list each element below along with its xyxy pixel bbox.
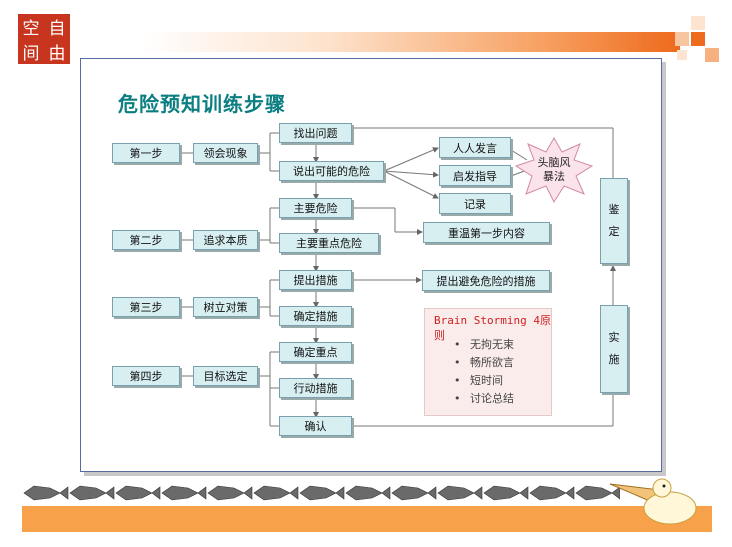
note-rule: 短时间 bbox=[454, 372, 514, 390]
action-1-box: 领会现象 bbox=[193, 143, 258, 163]
note-title: Brain Storming 4原则 bbox=[434, 314, 551, 342]
review-step1-box: 重温第一步内容 bbox=[423, 222, 550, 243]
burst-line-2: 暴法 bbox=[543, 169, 565, 183]
identify-char: 鉴 bbox=[608, 203, 620, 216]
logo: 空 自 间 由 bbox=[18, 14, 70, 64]
key-danger-box: 主要重点危险 bbox=[279, 233, 379, 253]
everyone-speak-box: 人人发言 bbox=[439, 137, 511, 158]
avoid-measures-box: 提出避免危险的措施 bbox=[422, 270, 550, 291]
note-rule: 无拘无束 bbox=[454, 336, 514, 354]
logo-char: 间 bbox=[22, 44, 40, 64]
pelican-icon bbox=[609, 478, 697, 525]
action-3-box: 树立对策 bbox=[193, 297, 258, 317]
note-rules: 无拘无束 畅所欲言 短时间 讨论总结 bbox=[454, 336, 514, 408]
brainstorm-burst: 头脑风 暴法 bbox=[514, 136, 594, 204]
step-1-box: 第一步 bbox=[112, 143, 180, 163]
confirm-measures-box: 确定措施 bbox=[279, 306, 352, 326]
page-title: 危险预知训练步骤 bbox=[118, 92, 286, 116]
step-4-box: 第四步 bbox=[112, 366, 180, 386]
diagram-panel bbox=[80, 58, 662, 472]
possible-danger-box: 说出可能的危险 bbox=[279, 161, 384, 181]
guidance-box: 启发指导 bbox=[439, 165, 511, 186]
action-2-box: 追求本质 bbox=[193, 230, 258, 250]
logo-char: 自 bbox=[48, 19, 66, 39]
action-4-box: 目标选定 bbox=[193, 366, 258, 386]
find-problem-box: 找出问题 bbox=[279, 123, 352, 143]
corner-squares-decoration bbox=[675, 16, 719, 62]
identify-char: 定 bbox=[608, 225, 620, 238]
header-stripe bbox=[140, 32, 680, 52]
implement-char: 实 bbox=[608, 331, 620, 344]
implement-box: 实 施 bbox=[600, 305, 628, 393]
logo-char: 由 bbox=[48, 44, 66, 64]
main-danger-box: 主要危险 bbox=[279, 198, 352, 218]
action-measures-box: 行动措施 bbox=[279, 378, 352, 398]
footer-bar bbox=[22, 506, 712, 532]
step-2-box: 第二步 bbox=[112, 230, 180, 250]
burst-line-1: 头脑风 bbox=[538, 156, 571, 169]
propose-measures-box: 提出措施 bbox=[279, 270, 352, 290]
confirm-box: 确认 bbox=[279, 416, 352, 436]
confirm-focus-box: 确定重点 bbox=[279, 342, 352, 362]
logo-char: 空 bbox=[22, 19, 40, 39]
fish-row-decoration bbox=[23, 485, 620, 501]
implement-char: 施 bbox=[608, 353, 620, 366]
identify-box: 鉴 定 bbox=[600, 178, 628, 264]
note-rule: 畅所欲言 bbox=[454, 354, 514, 372]
step-3-box: 第三步 bbox=[112, 297, 180, 317]
note-rule: 讨论总结 bbox=[454, 390, 514, 408]
record-box: 记录 bbox=[439, 193, 511, 214]
